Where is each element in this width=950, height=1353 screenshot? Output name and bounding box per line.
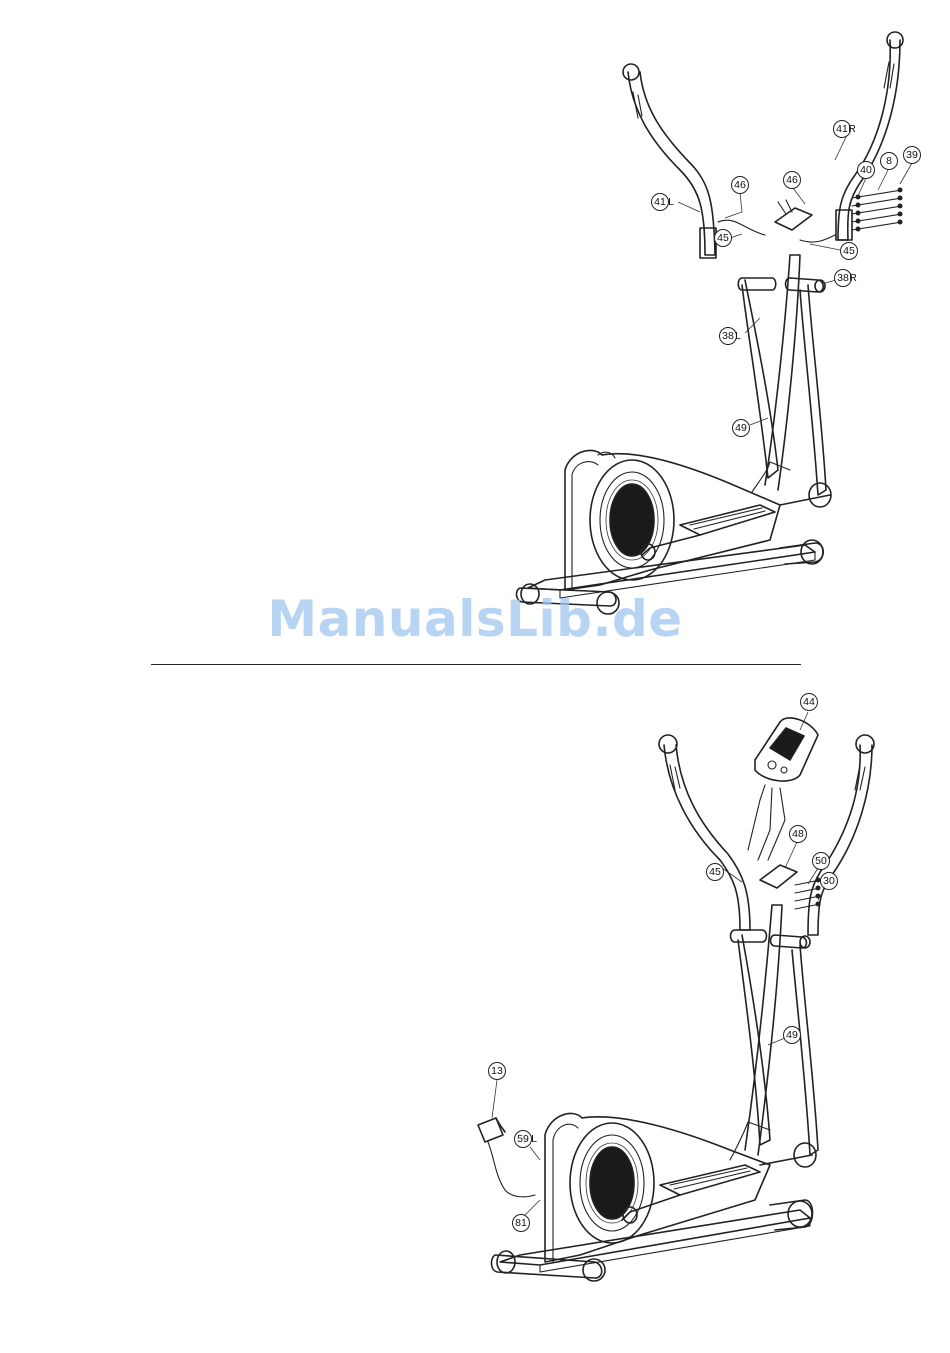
svg-text:46: 46 — [734, 179, 746, 191]
callout-59-left: 59 — [515, 1131, 532, 1148]
svg-text:49: 49 — [735, 422, 747, 434]
callout-45-left: 45 — [715, 230, 732, 247]
side-label-right: R — [848, 123, 856, 135]
svg-text:45: 45 — [717, 232, 729, 244]
svg-text:40: 40 — [860, 164, 872, 176]
callout-49-bottom: 49 — [784, 1027, 801, 1044]
callout-41-left: 41 — [652, 194, 669, 211]
svg-text:41: 41 — [836, 123, 848, 135]
svg-text:48: 48 — [792, 828, 804, 840]
callout-30: 30 — [821, 873, 838, 890]
callout-13: 13 — [489, 1063, 506, 1080]
callout-45-bottom: 45 — [707, 864, 724, 881]
svg-text:8: 8 — [886, 155, 892, 167]
svg-text:39: 39 — [906, 149, 918, 161]
callout-49-top: 49 — [733, 420, 750, 437]
svg-text:38: 38 — [837, 272, 849, 284]
callout-48: 48 — [790, 826, 807, 843]
svg-text:81: 81 — [515, 1217, 527, 1229]
svg-text:45: 45 — [843, 245, 855, 257]
side-label-left-38: L — [735, 330, 741, 342]
svg-text:13: 13 — [491, 1065, 503, 1077]
callout-50: 50 — [813, 853, 830, 870]
side-label-left: L — [668, 196, 674, 208]
callout-46-right: 46 — [784, 172, 801, 189]
callout-8: 8 — [881, 153, 898, 170]
callout-81: 81 — [513, 1215, 530, 1232]
svg-text:30: 30 — [823, 875, 835, 887]
callout-46-left: 46 — [732, 177, 749, 194]
svg-text:49: 49 — [786, 1029, 798, 1041]
bottom-assembly-drawing — [478, 712, 874, 1281]
callout-44: 44 — [801, 694, 818, 711]
callout-39: 39 — [904, 147, 921, 164]
svg-text:45: 45 — [709, 866, 721, 878]
svg-text:38: 38 — [722, 330, 734, 342]
callout-45-right: 45 — [841, 243, 858, 260]
side-label-right-38: R — [849, 272, 857, 284]
svg-text:46: 46 — [786, 174, 798, 186]
side-label-left-59: L — [531, 1133, 537, 1145]
bottom-callouts: 44 48 45 50 30 49 13 59 L 81 — [489, 694, 838, 1232]
top-callouts: 41 L 46 45 46 45 41 R 40 8 39 38 R 38 L … — [652, 121, 921, 437]
svg-text:44: 44 — [803, 696, 815, 708]
svg-text:50: 50 — [815, 855, 827, 867]
callout-38-left: 38 — [720, 328, 737, 345]
watermark: ManualsLib.de — [0, 590, 950, 648]
section-divider — [151, 664, 801, 665]
svg-text:59: 59 — [517, 1133, 529, 1145]
callout-40: 40 — [858, 162, 875, 179]
top-assembly-drawing — [516, 32, 912, 614]
svg-text:41: 41 — [654, 196, 666, 208]
